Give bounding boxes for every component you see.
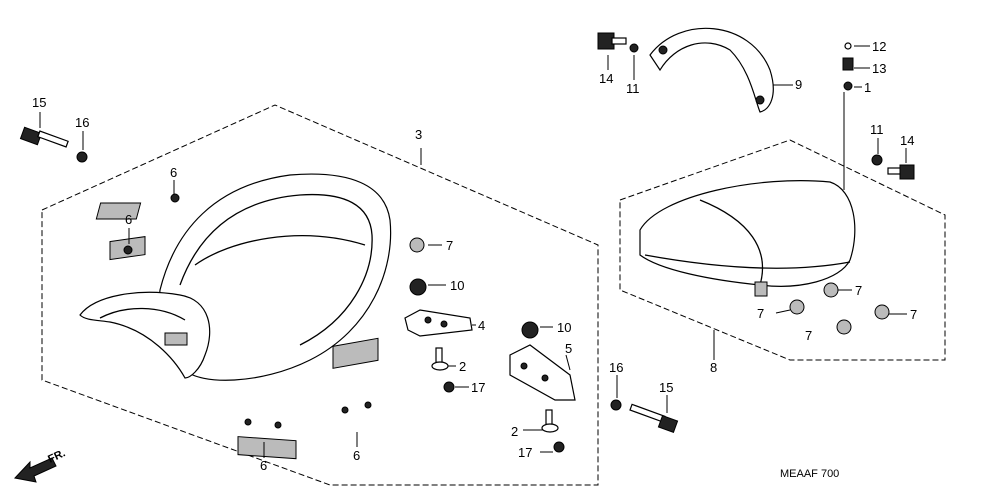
pin-part-2-b [541, 409, 559, 433]
callout-14: 14 [900, 133, 914, 148]
callout-17: 17 [518, 445, 532, 460]
callout-17: 17 [471, 380, 485, 395]
callout-2: 2 [459, 359, 466, 374]
nut-part-7-a [409, 237, 425, 253]
callout-11: 11 [870, 122, 884, 137]
bracket-part-6-a [95, 193, 180, 220]
leader-lines [39, 45, 907, 458]
bolt-part-14-a [597, 32, 627, 50]
callout-16: 16 [609, 360, 623, 375]
callout-2: 2 [511, 424, 518, 439]
callout-7: 7 [805, 328, 812, 343]
callout-15: 15 [32, 95, 46, 110]
callout-7: 7 [910, 307, 917, 322]
bracket-part-6-c [237, 418, 297, 460]
callout-1: 1 [864, 80, 871, 95]
front-marker-label: FR. [46, 447, 67, 465]
nut-part-10-a [409, 278, 427, 296]
main-seat-group-box [41, 104, 599, 486]
pillion-seat-part-8 [639, 180, 856, 297]
front-direction-marker: FR. [14, 447, 67, 483]
callout-9: 9 [795, 77, 802, 92]
callout-6: 6 [125, 212, 132, 227]
callout-15: 15 [659, 380, 673, 395]
callout-5: 5 [565, 341, 572, 356]
main-seat-part-3 [79, 173, 392, 381]
nut-part-7-b [789, 299, 805, 315]
callout-6: 6 [170, 165, 177, 180]
callout-10: 10 [557, 320, 571, 335]
nut-part-7-e [874, 304, 890, 320]
nut-part-7-c [823, 282, 839, 298]
grab-strap-part-9 [649, 27, 774, 113]
callout-7: 7 [446, 238, 453, 253]
screw-part-13 [842, 57, 854, 71]
washer-part-16-a [76, 151, 88, 163]
callout-10: 10 [450, 278, 464, 293]
callout-12: 12 [872, 39, 886, 54]
callout-14: 14 [599, 71, 613, 86]
callout-6: 6 [353, 448, 360, 463]
bolt-part-15-a [19, 126, 69, 148]
callout-4: 4 [478, 318, 485, 333]
bolt-part-14-b [887, 164, 915, 180]
washer-part-12 [844, 42, 852, 50]
callout-7: 7 [757, 306, 764, 321]
washer-part-16-b [610, 399, 622, 411]
callout-11: 11 [626, 81, 640, 96]
washer-part-11-a [629, 43, 639, 53]
washer-part-11-b [871, 154, 883, 166]
bracket-part-4 [404, 309, 473, 337]
nut-part-10-b [521, 321, 539, 339]
front-arrow-icon [14, 457, 57, 483]
callout-8: 8 [710, 360, 717, 375]
callout-7: 7 [855, 283, 862, 298]
grommet-part-1 [843, 81, 853, 91]
bracket-part-6-d [332, 337, 379, 414]
clip-part-17-b [553, 441, 565, 453]
callout-3: 3 [415, 127, 422, 142]
clip-part-17-a [443, 381, 455, 393]
bolt-part-15-b [629, 403, 679, 434]
nut-part-7-d [836, 319, 852, 335]
callout-16: 16 [75, 115, 89, 130]
callout-13: 13 [872, 61, 886, 76]
callout-6: 6 [260, 458, 267, 473]
bracket-part-6-b [109, 236, 146, 261]
pillion-seat-group-box [619, 139, 946, 361]
diagram-code: MEAAF 700 [780, 468, 839, 480]
pin-part-2-a [431, 347, 449, 371]
bracket-part-5 [509, 344, 576, 401]
